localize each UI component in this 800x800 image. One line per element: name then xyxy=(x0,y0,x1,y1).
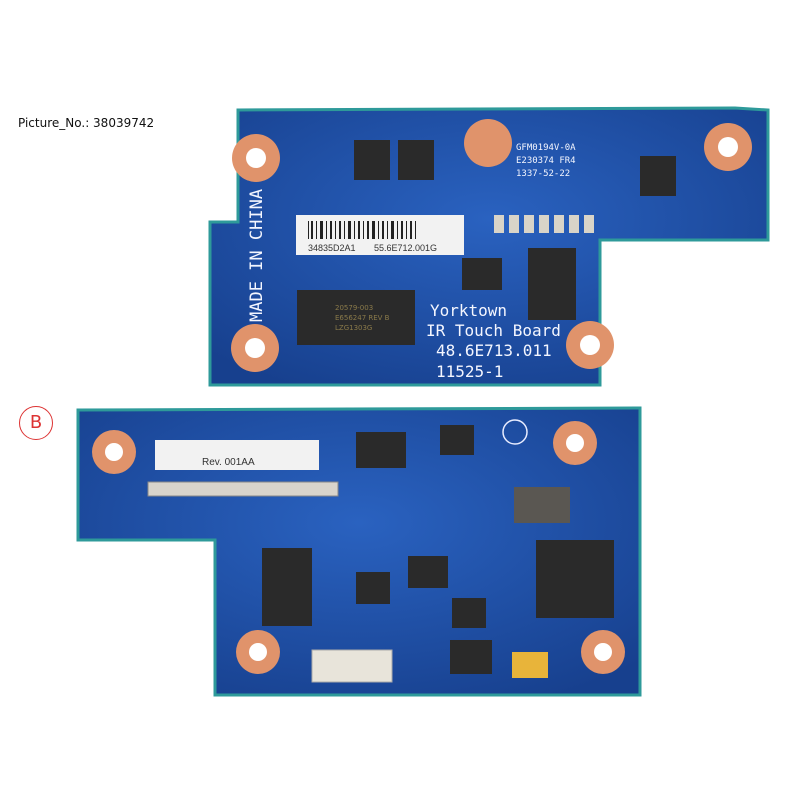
chip-marking: E656247 REV B xyxy=(335,314,390,322)
pb-free-icon xyxy=(502,419,528,445)
mounting-pad xyxy=(92,430,136,474)
made-in-text: MADE IN CHINA xyxy=(247,189,267,322)
chip-u15 xyxy=(354,140,390,180)
chip-marking: LZG1303G xyxy=(335,324,372,332)
chip-marking: 20579-003 xyxy=(335,304,373,312)
barcode-text-2: 55.6E712.001G xyxy=(374,243,437,253)
crystal-x1 xyxy=(514,487,570,523)
barcode-text-1: 34835D2A1 xyxy=(308,243,356,253)
mounting-pad xyxy=(231,324,279,372)
silk-board-name: Yorktown xyxy=(430,301,507,320)
barcode xyxy=(308,221,416,239)
chip-u19 xyxy=(528,248,576,320)
rev-label-text: Rev. 001AA xyxy=(202,457,255,468)
bottom-board: Rev. 001AA xyxy=(76,406,642,697)
chip-u1 xyxy=(440,425,474,455)
mounting-pad xyxy=(704,123,752,171)
connector-cn2 xyxy=(147,481,339,497)
mounting-pad xyxy=(553,421,597,465)
tantalum-capacitor xyxy=(512,652,548,678)
mounting-pad xyxy=(232,134,280,182)
chip-u2 xyxy=(356,432,406,468)
chip-u8 xyxy=(536,540,614,618)
connector xyxy=(311,649,393,683)
mounting-pad xyxy=(464,119,512,167)
chip-u20 xyxy=(297,290,415,345)
rev-label xyxy=(155,440,319,470)
chip-u11 xyxy=(452,598,486,628)
barcode-label xyxy=(296,215,464,255)
chip-u14 xyxy=(450,640,492,674)
ul-mark: E230374 FR4 xyxy=(516,156,576,166)
ul-mark: 1337-52-22 xyxy=(516,169,570,179)
chip-u16 xyxy=(398,140,434,180)
picture-number: Picture_No.: 38039742 xyxy=(18,116,155,130)
ul-mark: GFM0194V-0A xyxy=(516,143,576,153)
silk-part-number: 48.6E713.011 xyxy=(436,341,552,360)
chip-u6 xyxy=(408,556,448,588)
mounting-pad xyxy=(581,630,625,674)
silk-board-title: IR Touch Board xyxy=(426,321,561,340)
chip-u17 xyxy=(640,156,676,196)
resistor-row xyxy=(494,215,594,233)
variant-marker: B xyxy=(19,406,53,440)
silk-date-code: 11525-1 xyxy=(436,362,503,381)
chip-u10 xyxy=(356,572,390,604)
mounting-pad xyxy=(236,630,280,674)
chip-u9 xyxy=(262,548,312,626)
chip-u18 xyxy=(462,258,502,290)
mounting-pad xyxy=(566,321,614,369)
top-board: 34835D2A1 55.6E712.001G MADE IN CHINA 20… xyxy=(208,106,770,387)
